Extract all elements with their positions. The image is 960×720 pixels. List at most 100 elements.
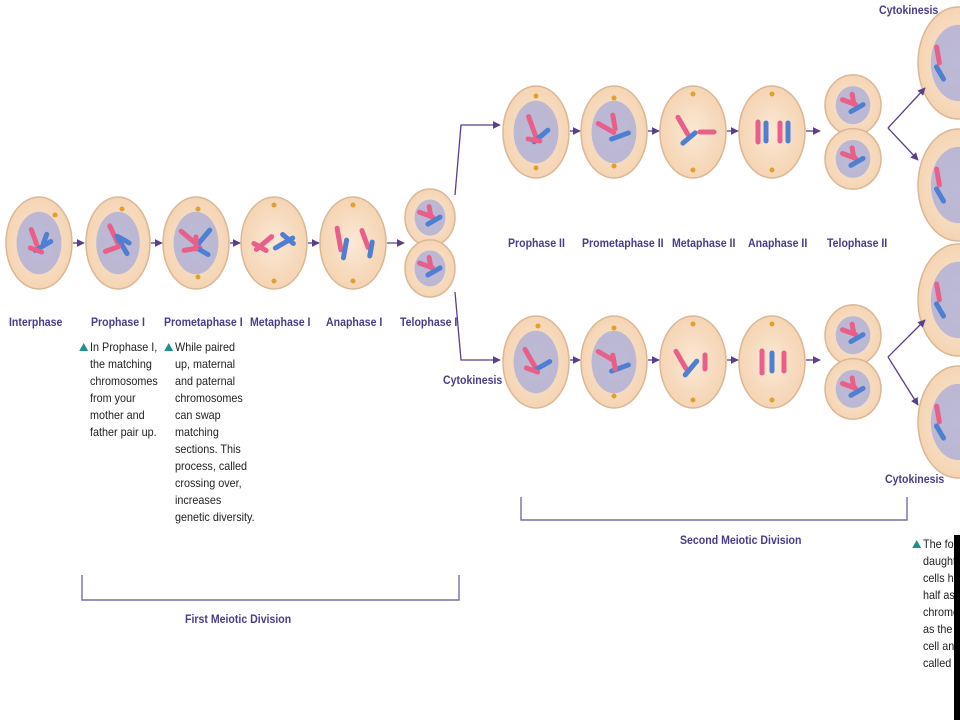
nucleus [930,146,960,224]
first-division-bracket [81,575,460,601]
stage-label-anaphase-2: Anaphase II [748,236,808,250]
centrosome [690,397,696,403]
cell-metaphase-2-top [659,85,727,179]
note-prophase: In Prophase I, the matching chromosomes … [79,339,158,441]
cell-telophase-1 [404,188,456,298]
chromosome [609,130,631,142]
chromosome [426,255,434,270]
first-division-label: First Meiotic Division [185,612,292,626]
chromosome [610,352,618,372]
chromosome [102,244,122,254]
chromosome [359,228,371,250]
centrosome [611,393,617,399]
chromosome [610,112,618,132]
chromosome [682,358,700,378]
centrosome [533,93,539,99]
chromosome [934,166,942,188]
arrow-branch-bottom [454,291,501,364]
cell-metaphase-2-bottom [659,315,727,409]
brackets-layer [81,497,908,601]
cytokinesis-label-bottom: Cytokinesis [885,472,945,486]
stage-label-telophase-2: Telophase II [827,236,888,250]
centrosome [119,206,125,212]
stage-label-prophase-2: Prophase II [508,236,565,250]
cytokinesis-label-middle: Cytokinesis [443,373,503,387]
chromosome [934,281,942,303]
arrow-to-daughter-2 [887,127,919,161]
chromosome [848,385,866,398]
cell-prophase-1 [85,196,151,290]
cell-telophase-2-bottom [824,304,882,420]
centrosome [271,278,277,284]
cell-membrane [738,85,806,179]
centrosome [690,91,696,97]
centrosome [533,165,539,171]
arrow-branch-top [454,121,501,196]
cell-telophase-2-top [824,74,882,190]
chromosome [849,321,857,337]
chromosome [334,225,344,253]
nucleus [930,24,960,102]
chromosome [531,359,553,373]
daughter-cell-4 [917,365,960,479]
chromosome [425,265,443,278]
chromosome [28,226,40,248]
chromosome [849,145,857,161]
nucleus [930,261,960,339]
chromosome [934,64,946,82]
arrows-layer [73,87,926,406]
chromosome [426,204,434,219]
chromosome [934,301,946,319]
triangle-icon [912,540,922,548]
chromosome [195,227,213,247]
second-division-label: Second Meiotic Division [680,533,802,547]
centrosome [195,206,201,212]
daughter-cell-2 [917,128,960,242]
nucleus [16,211,62,275]
chromosome [675,114,691,138]
cell-prometaphase-2-bottom [580,315,648,409]
nucleus [930,383,960,461]
chromosome [107,223,121,247]
right-edge-bar [954,535,960,720]
chromosome [367,239,375,259]
chromosome [934,423,946,441]
daughter-cell-1 [917,6,960,120]
chromosome [27,245,45,255]
cell-interphase [5,196,73,290]
chromosome [251,241,269,253]
stage-label-interphase: Interphase [9,315,63,329]
triangle-icon [79,343,89,351]
centrosome [350,278,356,284]
centrosome [769,91,775,97]
cell-metaphase-1 [240,196,308,290]
chromosome [425,214,443,227]
centrosome [769,397,775,403]
centrosome [611,325,617,331]
cell-anaphase-2-top [738,85,806,179]
centrosome [271,202,277,208]
centrosome [535,323,541,329]
triangle-icon [164,343,174,351]
arrow-to-daughter-4 [887,356,919,406]
cell-prometaphase-2-top [580,85,648,179]
chromosome [849,91,857,107]
stage-label-prophase-1: Prophase I [91,315,145,329]
nucleus [513,330,559,394]
centrosome [52,212,58,218]
centrosome [611,163,617,169]
chromosome [523,365,541,375]
chromosome [116,234,132,246]
cells-layer [5,6,960,479]
second-division-bracket [520,497,908,521]
cell-membrane [240,196,308,290]
centrosome [611,95,617,101]
chromosome [934,186,946,204]
centrosome [690,321,696,327]
chromosome [934,44,942,66]
chromosome [849,375,857,391]
chromosome [673,348,689,372]
note-daughter-cells: The fou daughte cells ha half as r chrom… [912,536,960,672]
chromosome [525,136,543,144]
